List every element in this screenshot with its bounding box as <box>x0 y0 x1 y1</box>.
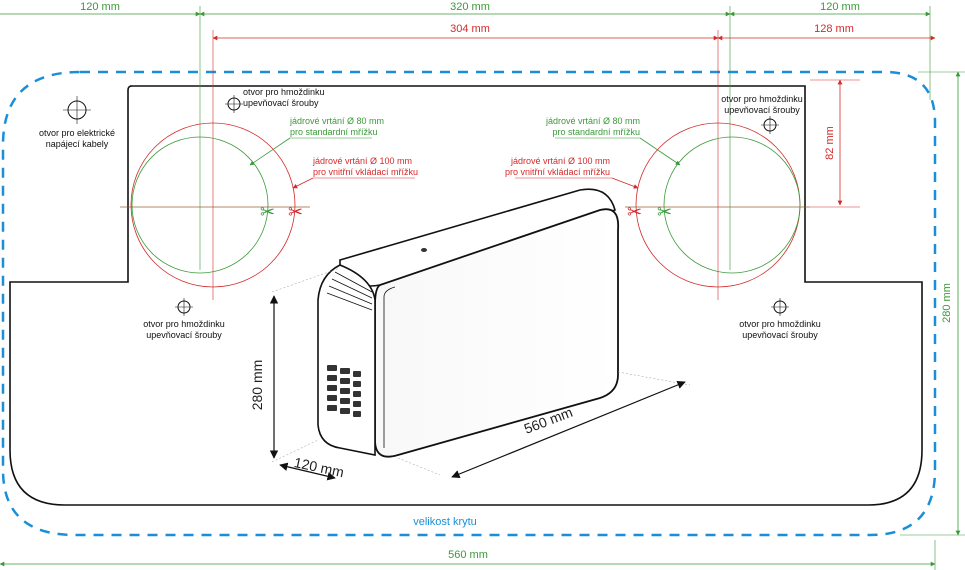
bottom-width-dimension <box>0 540 936 570</box>
right-height-dimension <box>900 71 965 536</box>
core-100-label-right-2: pro vnitřní vkládací mřížku <box>505 167 610 177</box>
dim-left-120: 120 mm <box>80 1 120 13</box>
red-dimension-lines <box>212 30 936 300</box>
vent-grille-icon <box>327 365 361 417</box>
anchor-hole-bottom-right-icon <box>771 298 789 316</box>
scissors-green-right-icon: ✂ <box>657 202 672 222</box>
cable-hole-label-2: napájecí kabely <box>46 139 109 149</box>
cable-hole-label-1: otvor pro elektrické <box>39 128 115 138</box>
dim-right-120: 120 mm <box>820 1 860 13</box>
core-100-label-right-1: jádrové vrtání Ø 100 mm <box>510 156 610 166</box>
core-100-label-left-2: pro vnitřní vkládací mřížku <box>313 167 418 177</box>
anchor-hole-bottom-left-icon <box>175 298 193 316</box>
core-80-label-right-2: pro standardní mřížku <box>552 127 640 137</box>
anchor-label-bottom-left-2: upevňovací šrouby <box>146 330 222 340</box>
core-80-label-right-1: jádrové vrtání Ø 80 mm <box>545 116 640 126</box>
cover-size-label: velikost krytu <box>413 516 477 528</box>
core-80-label-left-2: pro standardní mřížku <box>290 127 378 137</box>
dim-span-304: 304 mm <box>450 23 490 35</box>
anchor-hole-top-left-icon <box>225 95 243 113</box>
scissors-green-left-icon: ✂ <box>260 202 275 222</box>
dim-vertical-82: 82 mm <box>824 126 836 160</box>
core-100-label-left-1: jádrové vrtání Ø 100 mm <box>312 156 412 166</box>
anchor-label-bottom-left-1: otvor pro hmoždinku <box>143 319 225 329</box>
anchor-label-top-right-1: otvor pro hmoždinku <box>721 94 803 104</box>
anchor-label-top-left-2: upevňovací šrouby <box>243 98 319 108</box>
dim-height-280-right: 280 mm <box>941 283 953 323</box>
ventilation-unit-drawing <box>271 188 691 476</box>
left-core-drill <box>120 122 310 288</box>
top-dimension-lines <box>0 6 931 270</box>
anchor-label-top-left-1: otvor pro hmoždinku <box>243 87 325 97</box>
cable-hole-icon <box>63 96 91 124</box>
scissors-red-left-icon: ✂ <box>288 202 303 222</box>
device-depth-label: 120 mm <box>293 454 346 480</box>
scissors-red-right-icon: ✂ <box>627 202 642 222</box>
anchor-label-bottom-right-1: otvor pro hmoždinku <box>739 319 821 329</box>
mounting-plate-outline <box>9 85 923 506</box>
device-height-label: 280 mm <box>249 360 265 411</box>
anchor-label-bottom-right-2: upevňovací šrouby <box>742 330 818 340</box>
core-80-label-left-1: jádrové vrtání Ø 80 mm <box>289 116 384 126</box>
dim-width-560-bottom: 560 mm <box>448 549 488 561</box>
anchor-label-top-right-2: upevňovací šrouby <box>724 105 800 115</box>
dim-center-320: 320 mm <box>450 1 490 13</box>
right-core-drill <box>625 122 810 288</box>
dim-right-128: 128 mm <box>814 23 854 35</box>
anchor-hole-top-right-icon <box>761 116 779 134</box>
